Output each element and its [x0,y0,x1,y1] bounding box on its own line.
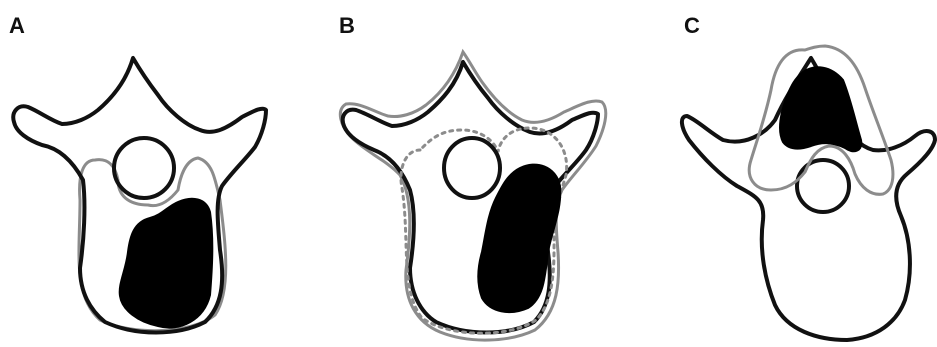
panel-b: B [330,0,642,347]
vertebra-diagram-b [330,0,642,347]
lesion-c [780,67,861,151]
vertebra-diagram-a [0,0,312,347]
vertebra-diagram-c [625,0,937,347]
spinal-canal-a [114,138,174,198]
spinal-canal-c [797,160,849,212]
panel-c: C [625,0,937,347]
panel-a: A [0,0,312,347]
lesion-a [120,199,213,328]
spinal-canal-b [444,138,500,198]
